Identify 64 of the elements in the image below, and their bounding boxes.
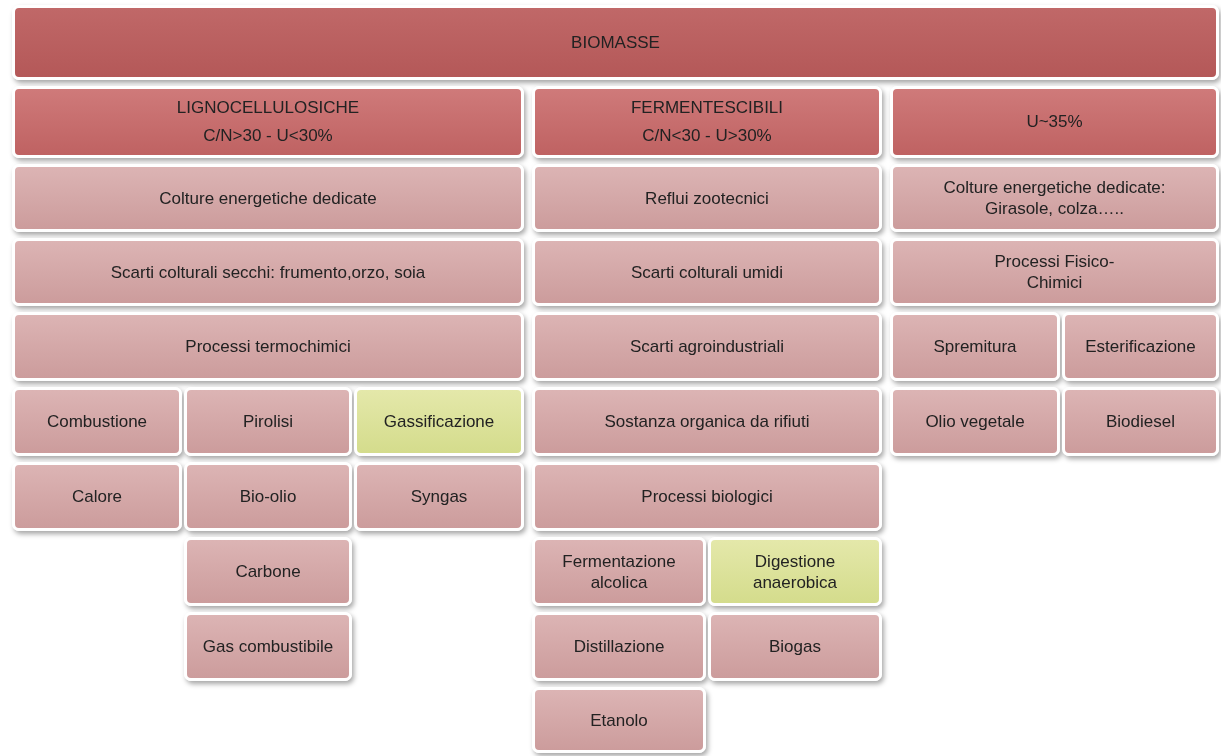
box-label: Colture energetiche dedicate: Girasole, colza….. bbox=[942, 177, 1167, 219]
box-label: FERMENTESCIBILI bbox=[630, 97, 784, 119]
box-label: Calore bbox=[71, 486, 123, 507]
box-label: Processi biologici bbox=[641, 486, 773, 507]
box-label: Sostanza organica da rifiuti bbox=[604, 411, 810, 432]
box-label: U~35% bbox=[1026, 111, 1083, 133]
box-label: Fermentazione alcolica bbox=[561, 550, 677, 593]
item-box bbox=[532, 537, 706, 606]
item-box bbox=[184, 387, 352, 456]
box-label: Biodiesel bbox=[1106, 411, 1175, 432]
box-label: Scarti agroindustriali bbox=[630, 336, 784, 357]
item-box bbox=[12, 462, 182, 531]
item-box bbox=[1062, 312, 1219, 381]
item-box bbox=[708, 612, 882, 681]
box-label: Distillazione bbox=[573, 636, 665, 657]
item-box bbox=[184, 612, 352, 681]
box-subtitle: C/N>30 - U<30% bbox=[203, 125, 333, 147]
item-box bbox=[12, 164, 524, 232]
box-label: Biogas bbox=[769, 636, 821, 657]
item-box bbox=[532, 687, 706, 753]
item-box bbox=[1062, 387, 1219, 456]
box-label: Processi Fisico-Chimici bbox=[994, 251, 1115, 293]
box-label: BIOMASSE bbox=[571, 32, 660, 53]
category-box bbox=[890, 86, 1219, 158]
item-box bbox=[890, 238, 1219, 306]
box-label: Spremitura bbox=[933, 336, 1017, 357]
category-box bbox=[12, 86, 524, 158]
box-label: Combustione bbox=[46, 411, 148, 432]
box-label: Olio vegetale bbox=[925, 411, 1025, 432]
box-label: Scarti colturali secchi: frumento,orzo, soia bbox=[110, 261, 426, 283]
item-box bbox=[532, 312, 882, 381]
box-label: Gassificazione bbox=[383, 411, 495, 432]
item-box bbox=[532, 387, 882, 456]
item-box bbox=[532, 462, 882, 531]
box-label: LIGNOCELLULOSICHE bbox=[176, 97, 360, 119]
box-label: Digestione anaerobica bbox=[751, 550, 839, 593]
box-label: Carbone bbox=[235, 561, 301, 582]
box-label: Syngas bbox=[410, 486, 468, 507]
item-box bbox=[890, 312, 1060, 381]
item-box bbox=[532, 164, 882, 232]
box-label: Processi termochimici bbox=[185, 336, 351, 357]
box-subtitle: C/N<30 - U>30% bbox=[642, 125, 772, 147]
highlighted-box bbox=[708, 537, 882, 606]
category-box bbox=[532, 86, 882, 158]
box-label: Colture energetiche dedicate bbox=[159, 187, 377, 209]
item-box bbox=[184, 462, 352, 531]
item-box bbox=[12, 312, 524, 381]
item-box bbox=[12, 238, 524, 306]
box-label: Bio-olio bbox=[239, 486, 297, 507]
item-box bbox=[354, 462, 524, 531]
item-box bbox=[890, 387, 1060, 456]
box-label: Scarti colturali umidi bbox=[630, 261, 784, 283]
box-label: Reflui zootecnici bbox=[645, 187, 769, 209]
item-box bbox=[12, 387, 182, 456]
box-label: Pirolisi bbox=[242, 411, 294, 432]
item-box bbox=[184, 537, 352, 606]
box-label: Esterificazione bbox=[1085, 336, 1196, 357]
highlighted-box bbox=[354, 387, 524, 456]
item-box bbox=[532, 612, 706, 681]
box-label: Gas combustibile bbox=[202, 636, 334, 657]
title-banner bbox=[12, 5, 1219, 80]
item-box bbox=[890, 164, 1219, 232]
box-label: Etanolo bbox=[590, 709, 648, 731]
item-box bbox=[532, 238, 882, 306]
